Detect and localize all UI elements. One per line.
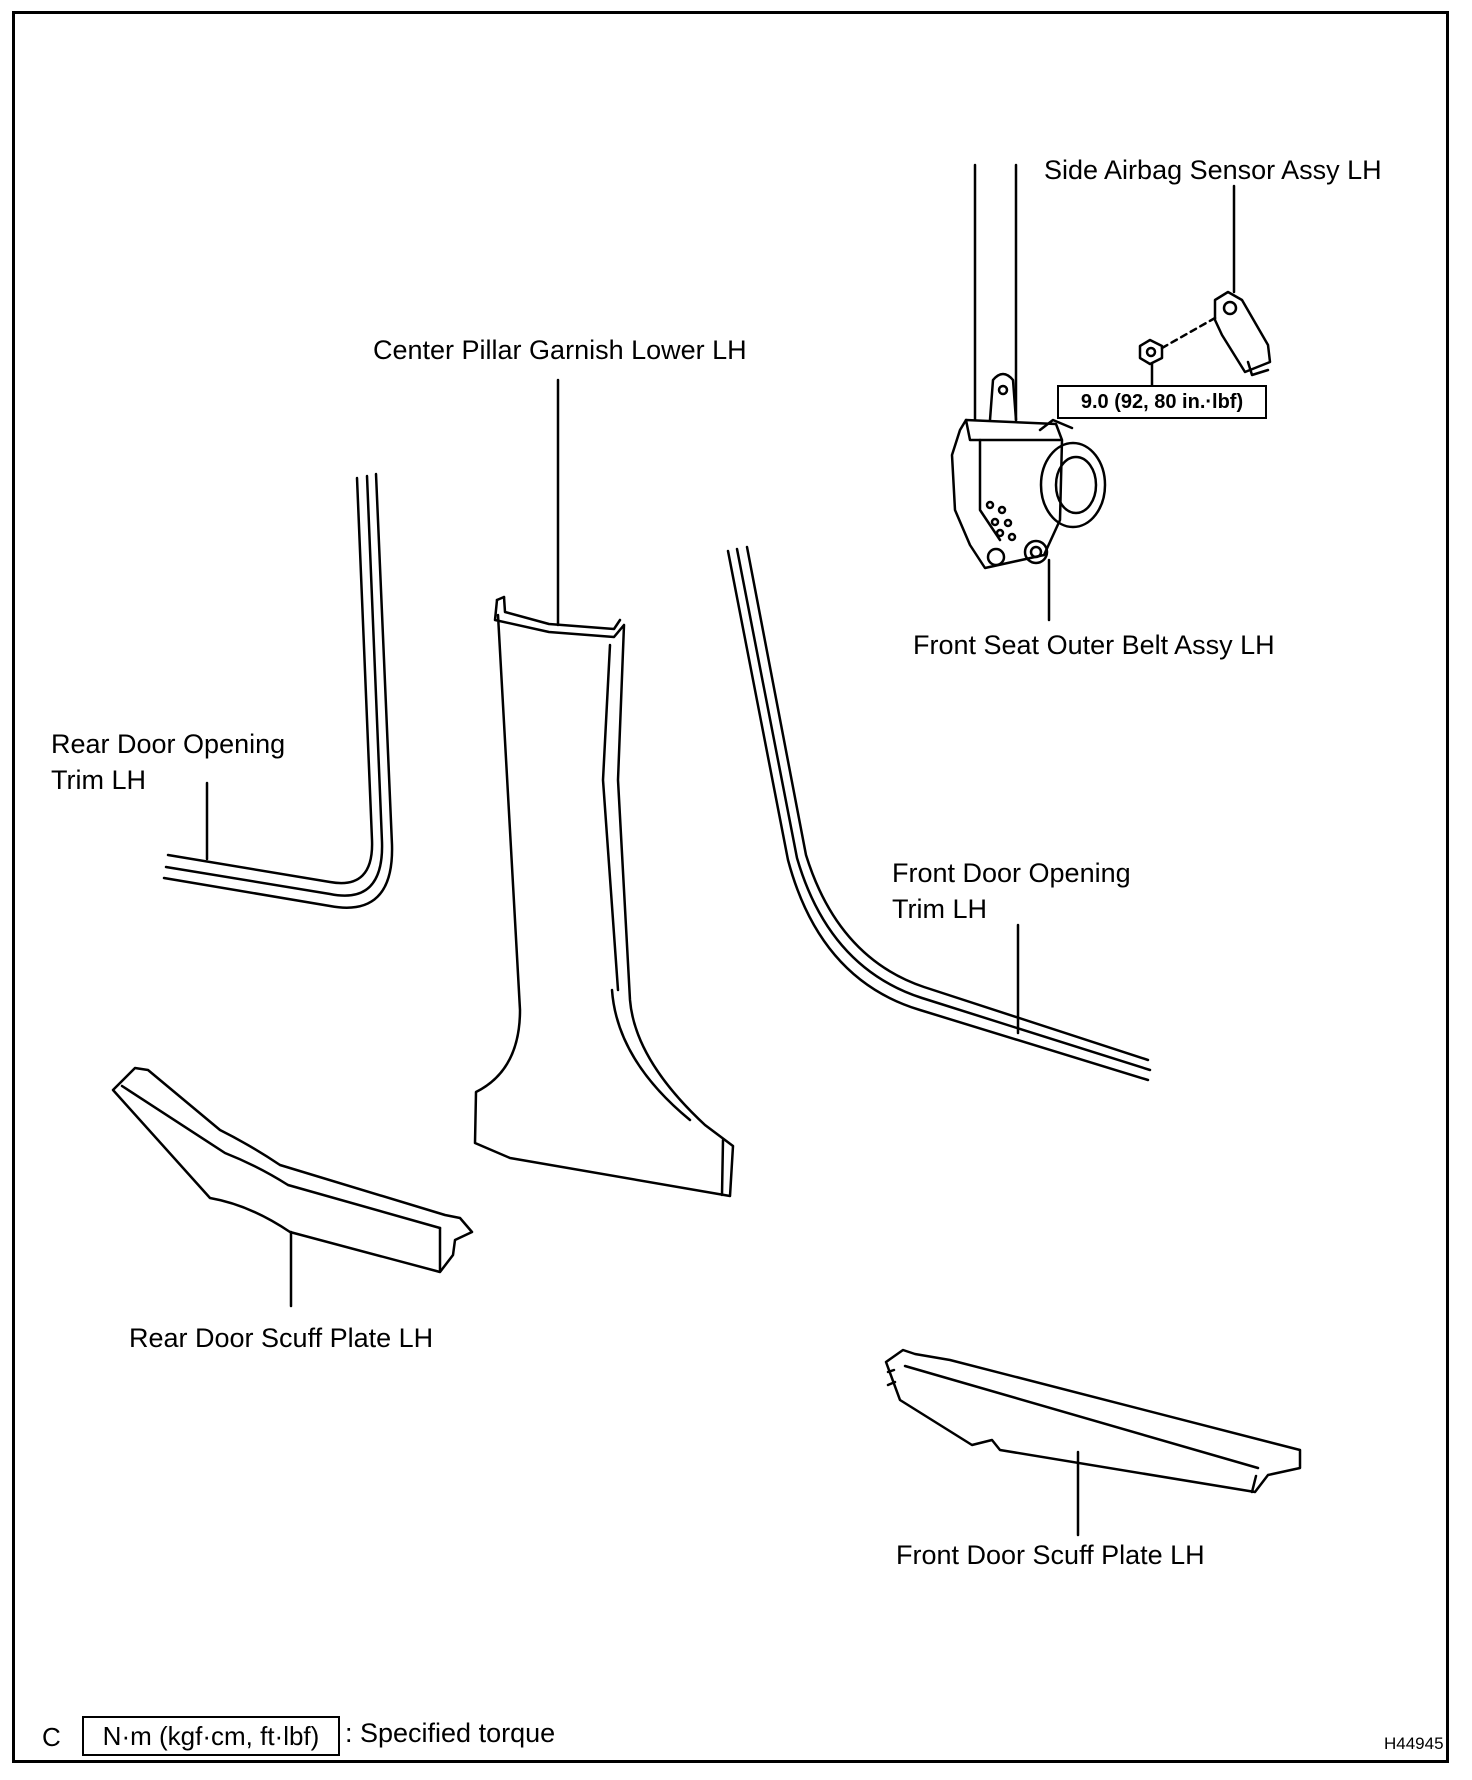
center-pillar-garnish: [473, 595, 735, 1198]
rear-door-opening-trim: [162, 472, 394, 909]
front-door-scuff-plate: [884, 1348, 1302, 1494]
label-rear-door-scuff-plate: Rear Door Scuff Plate LH: [129, 1323, 434, 1353]
side-airbag-sensor: [1213, 290, 1272, 377]
label-rear-door-opening-trim-line1: Rear Door Opening: [51, 729, 286, 759]
label-front-door-opening-trim-line2: Trim LH: [892, 894, 987, 924]
dashed-assembly-line: [1160, 316, 1217, 350]
label-front-door-scuff-plate: Front Door Scuff Plate LH: [896, 1540, 1205, 1570]
rear-door-scuff-plate: [111, 1066, 474, 1274]
label-side-airbag-sensor: Side Airbag Sensor Assy LH: [1044, 155, 1382, 185]
front-door-opening-trim: [726, 545, 1152, 1082]
legend-description: : Specified torque: [345, 1718, 556, 1748]
legend-units-box: N·m (kgf·cm, ft·lbf): [82, 1716, 340, 1756]
label-front-seat-outer-belt: Front Seat Outer Belt Assy LH: [913, 630, 1275, 660]
label-front-door-opening-trim-line1: Front Door Opening: [892, 858, 1131, 888]
label-rear-door-opening-trim-line2: Trim LH: [51, 765, 146, 795]
mounting-bolt: [1138, 338, 1164, 366]
corner-letter: C: [42, 1722, 61, 1752]
torque-spec-box: 9.0 (92, 80 in.·lbf): [1057, 385, 1267, 419]
figure-id: H44945: [1384, 1734, 1444, 1753]
diagram-frame: [12, 11, 1449, 1763]
front-seat-outer-belt-assy: [950, 163, 1107, 570]
label-center-pillar-garnish: Center Pillar Garnish Lower LH: [373, 335, 747, 365]
